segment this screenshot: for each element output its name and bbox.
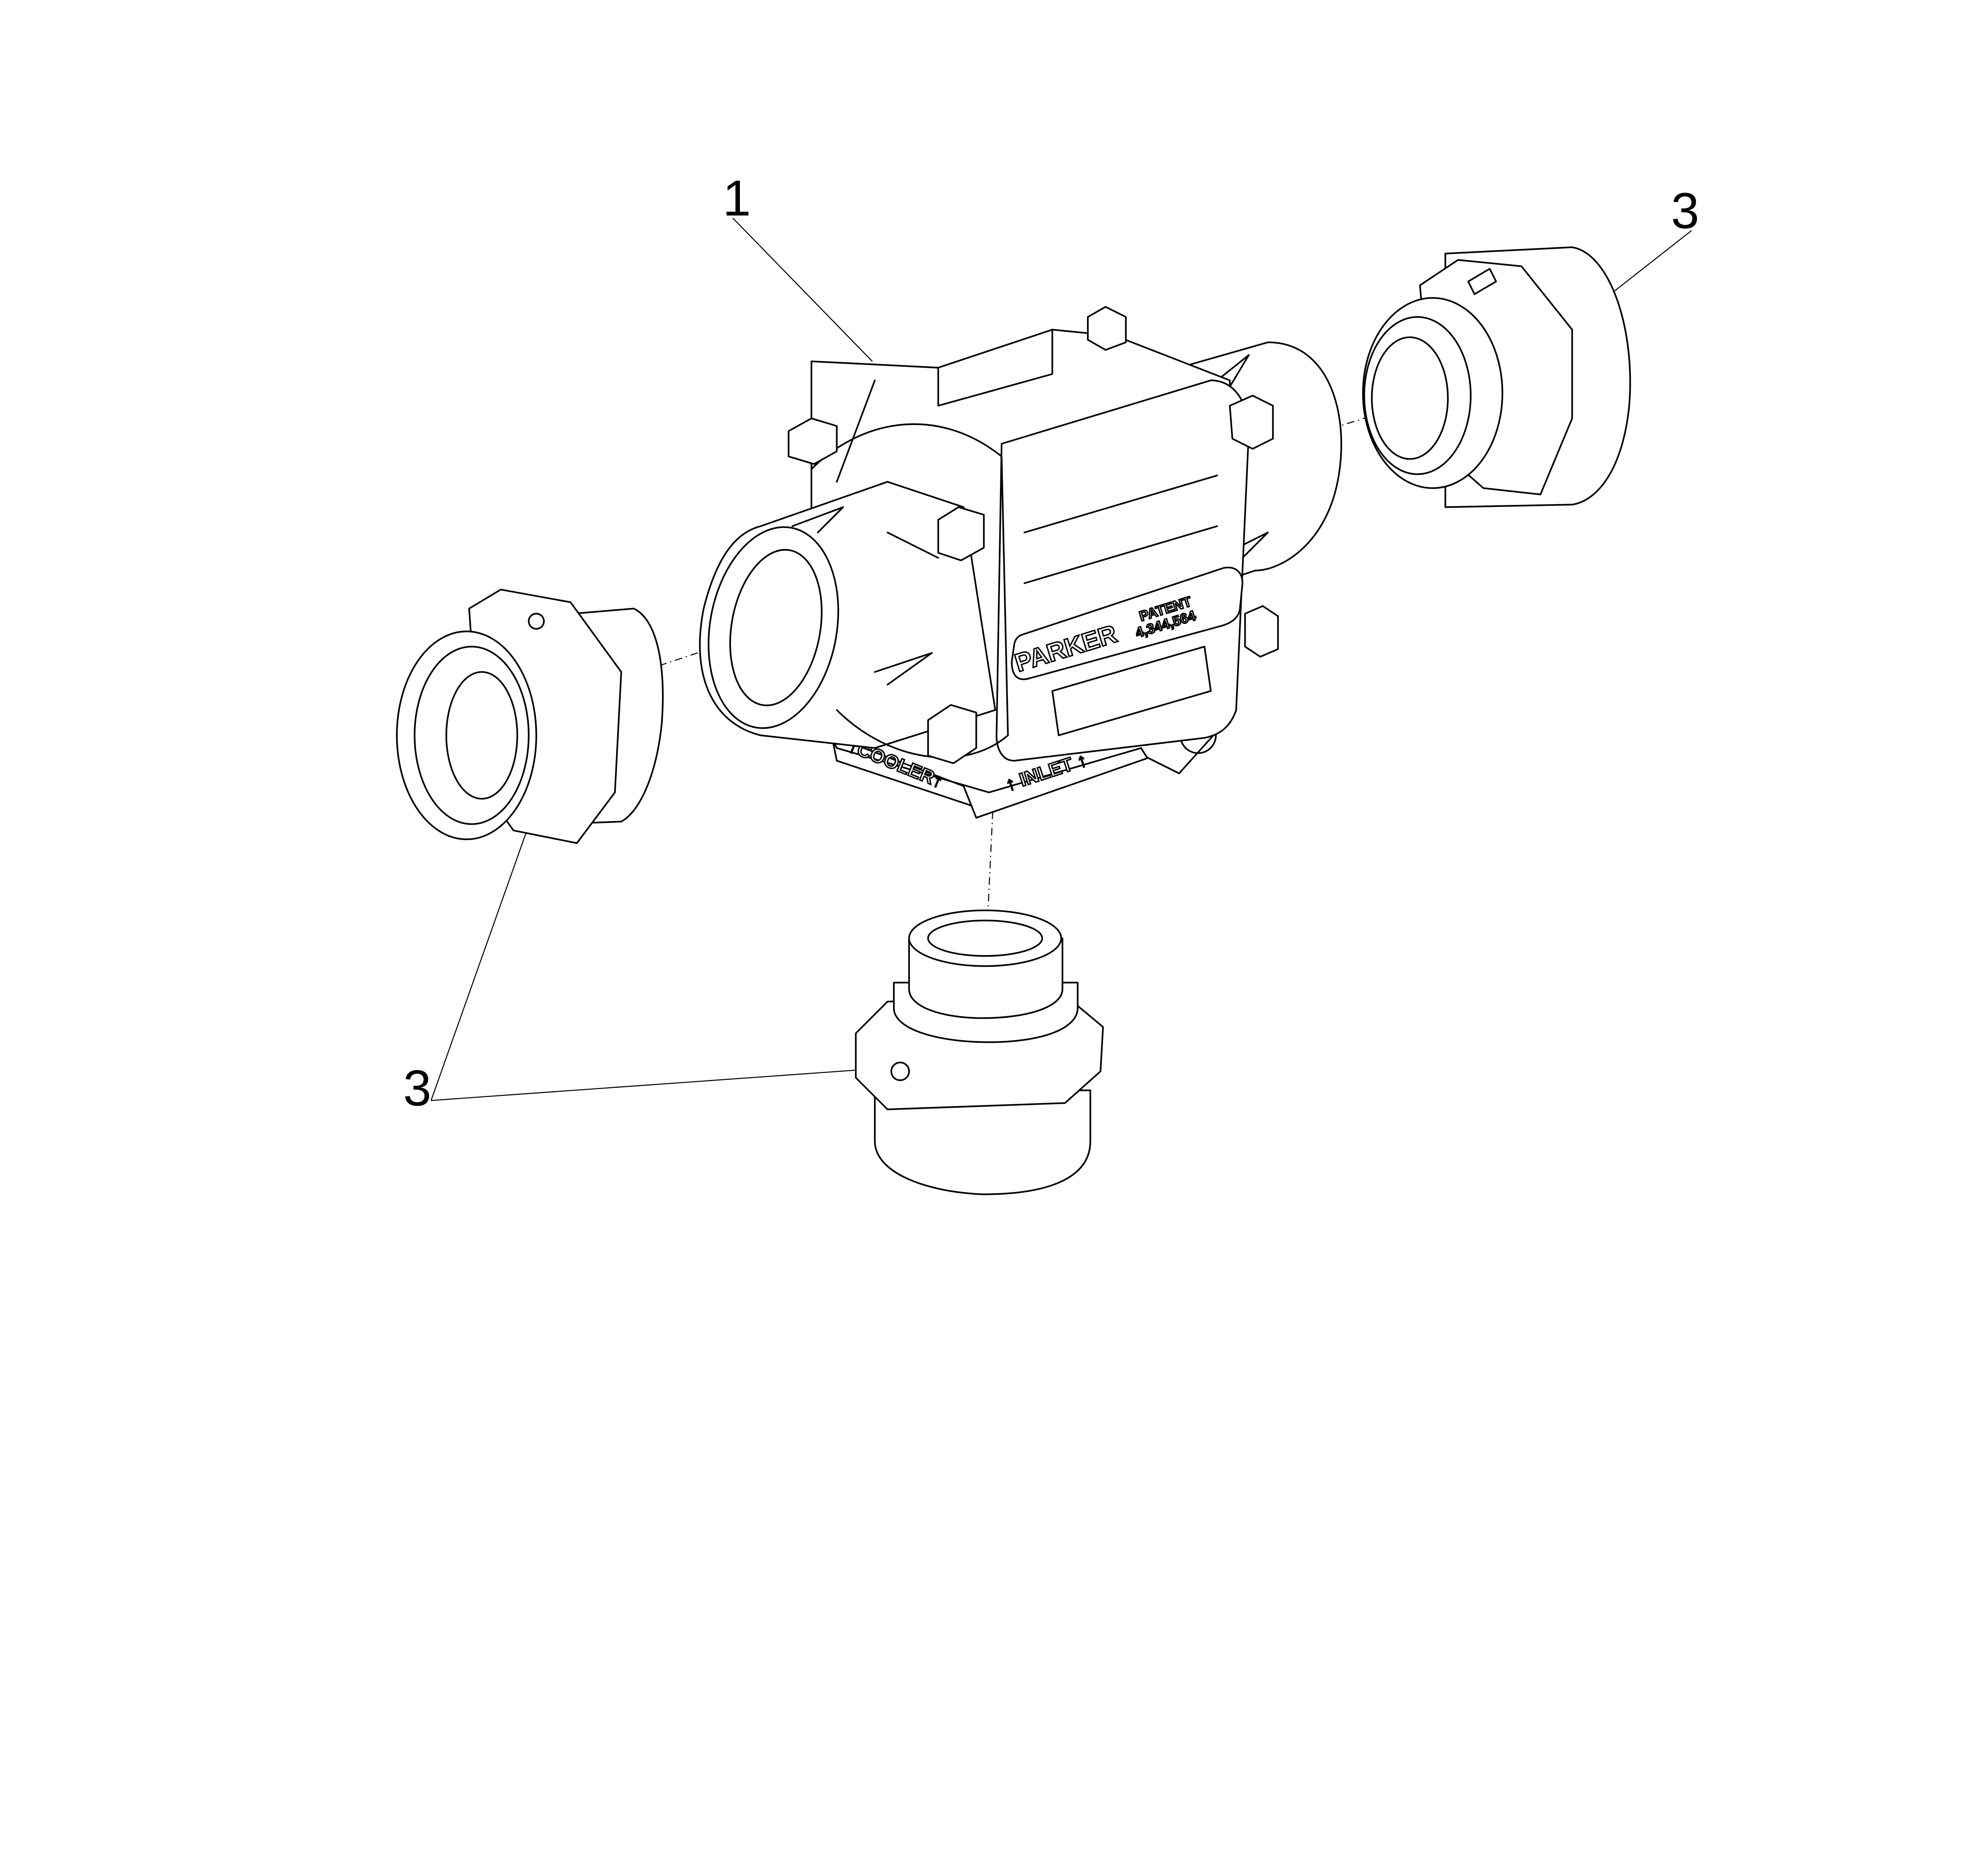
fitting-left: [396, 588, 664, 844]
bolt-heads: [788, 306, 1279, 764]
valve-body: PARKER PATENT 4,344,564 ↑COOLER↑ ↑ INLET…: [699, 306, 1342, 819]
leader-lines-3-lower: [430, 786, 875, 1101]
nameplate: [1011, 567, 1244, 680]
callout-3-right: 3: [1671, 183, 1699, 239]
callout-1: 1: [723, 170, 751, 227]
fitting-right: [1362, 246, 1631, 508]
exploded-assembly-drawing: 1 3 3 PARKER PATENT 4,344,564 ↑COOLER↑ ↑…: [396, 170, 1699, 1195]
fitting-bottom: [855, 909, 1104, 1195]
callout-3-lower: 3: [403, 1060, 431, 1117]
leader-line-1: [732, 217, 873, 362]
drawing-svg: 1 3 3 PARKER PATENT 4,344,564 ↑COOLER↑ ↑…: [396, 170, 1699, 1195]
